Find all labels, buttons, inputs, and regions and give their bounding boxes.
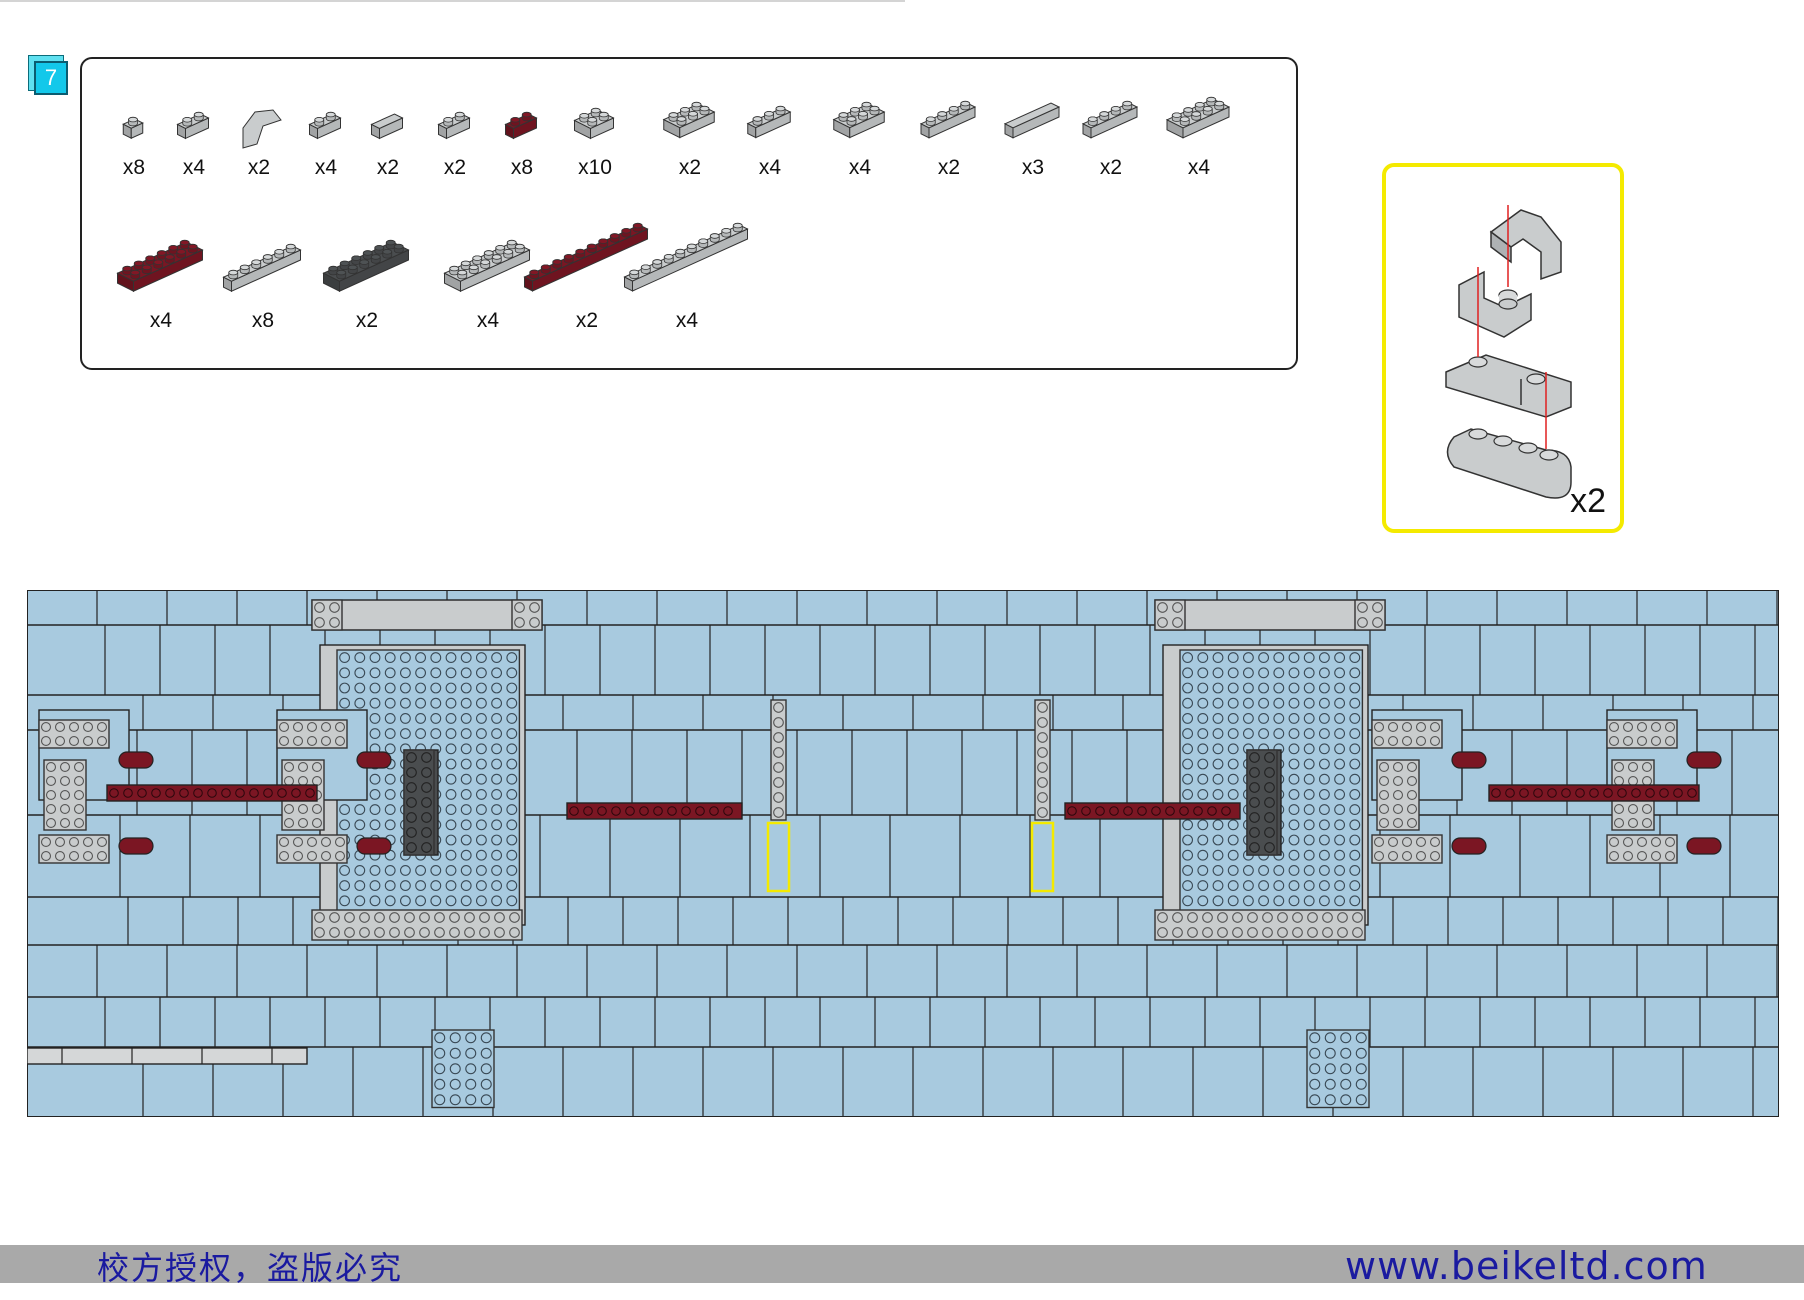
part-plate1x6: x8	[203, 189, 323, 339]
part-quantity: x4	[758, 156, 782, 179]
part-icon	[370, 113, 404, 139]
part-icon	[308, 111, 342, 139]
part-tile1x4: x3	[973, 59, 1093, 186]
part-plate2x3: x2	[630, 59, 750, 186]
part-quantity: x2	[1099, 156, 1123, 179]
part-icon	[504, 111, 538, 139]
part-plate1x3: x4	[710, 59, 830, 186]
part-icon	[1165, 97, 1231, 139]
part-icon	[623, 222, 749, 292]
part-plate2x6: x4	[101, 189, 221, 339]
part-bracket: x2	[395, 59, 515, 186]
baseplate-build-diagram	[27, 590, 1779, 1117]
part-quantity: x2	[937, 156, 961, 179]
part-icon	[1081, 101, 1139, 139]
step-badge: 7	[28, 55, 68, 95]
part-icon	[919, 101, 977, 139]
part-quantity: x4	[848, 156, 872, 179]
sub-step-bracket-piece	[1458, 270, 1532, 338]
part-plate1x2j: x4	[266, 59, 386, 186]
sub-step-round-plate	[1446, 428, 1572, 499]
footer-copyright-notice: 校方授权，盗版必究	[97, 1249, 404, 1287]
part-quantity: x8	[510, 156, 534, 179]
part-quantity: x4	[149, 309, 173, 332]
part-icon	[523, 222, 649, 292]
part-corner: x10	[535, 59, 655, 186]
part-icon	[437, 111, 471, 139]
part-plate1x10: x2	[523, 189, 649, 339]
baseplate-svg	[27, 590, 1779, 1117]
top-divider	[0, 0, 905, 2]
part-curved: x2	[199, 59, 319, 186]
part-icon	[443, 239, 531, 292]
part-quantity: x2	[443, 156, 467, 179]
part-quantity: x4	[476, 309, 500, 332]
part-quantity: x3	[1021, 156, 1045, 179]
part-plate1x4: x2	[889, 59, 1009, 186]
part-quantity: x2	[575, 309, 599, 332]
part-icon	[242, 109, 282, 149]
part-icon	[176, 111, 210, 139]
part-quantity: x8	[251, 309, 275, 332]
part-icon	[746, 106, 792, 139]
part-plate1x1: x8	[74, 59, 194, 186]
part-plate2x6: x2	[307, 189, 427, 339]
part-plate1x10: x4	[623, 189, 749, 339]
part-icon	[1003, 102, 1061, 139]
part-tile1x2: x2	[328, 59, 448, 186]
subassembly-diagram	[1445, 205, 1572, 499]
part-quantity: x4	[182, 156, 206, 179]
part-quantity: x4	[1187, 156, 1211, 179]
sub-step-curve-piece	[1489, 209, 1562, 281]
part-quantity: x2	[247, 156, 271, 179]
sub-arrows	[1477, 205, 1547, 449]
part-icon	[662, 102, 716, 139]
part-icon	[573, 107, 615, 139]
part-quantity: x2	[376, 156, 400, 179]
part-plate1x2: x4	[134, 59, 254, 186]
part-round1x4: x2	[1051, 59, 1171, 186]
part-quantity: x2	[678, 156, 702, 179]
part-icon	[122, 116, 144, 139]
footer-bar	[0, 1245, 1804, 1283]
part-icon	[222, 243, 302, 292]
part-plate2x4: x4	[1139, 59, 1259, 186]
part-quantity: x4	[314, 156, 338, 179]
part-icon	[116, 239, 204, 292]
part-plate2x6: x4	[428, 189, 548, 339]
parts-list-panel: x8 x4 x2 x4 x2 x2 x8 x10 x2 x4 x4 x2 x3 x2 x4 x4 x8 x2 x4 x…	[80, 57, 1298, 370]
footer-website-link[interactable]: www.beikeltd.com	[1345, 1244, 1708, 1288]
part-quantity: x10	[578, 156, 612, 179]
part-icon	[832, 102, 886, 139]
step-number: 7	[34, 61, 68, 95]
part-round1x2: x8	[462, 59, 582, 186]
subassembly-quantity: x2	[1570, 482, 1606, 520]
part-quantity: x2	[355, 309, 379, 332]
part-icon	[322, 239, 410, 292]
subassembly-panel: x2	[1382, 163, 1624, 533]
sub-step-plates	[1445, 354, 1572, 418]
part-quantity: x8	[122, 156, 146, 179]
part-cornerbig: x4	[800, 59, 920, 186]
part-quantity: x4	[675, 309, 699, 332]
